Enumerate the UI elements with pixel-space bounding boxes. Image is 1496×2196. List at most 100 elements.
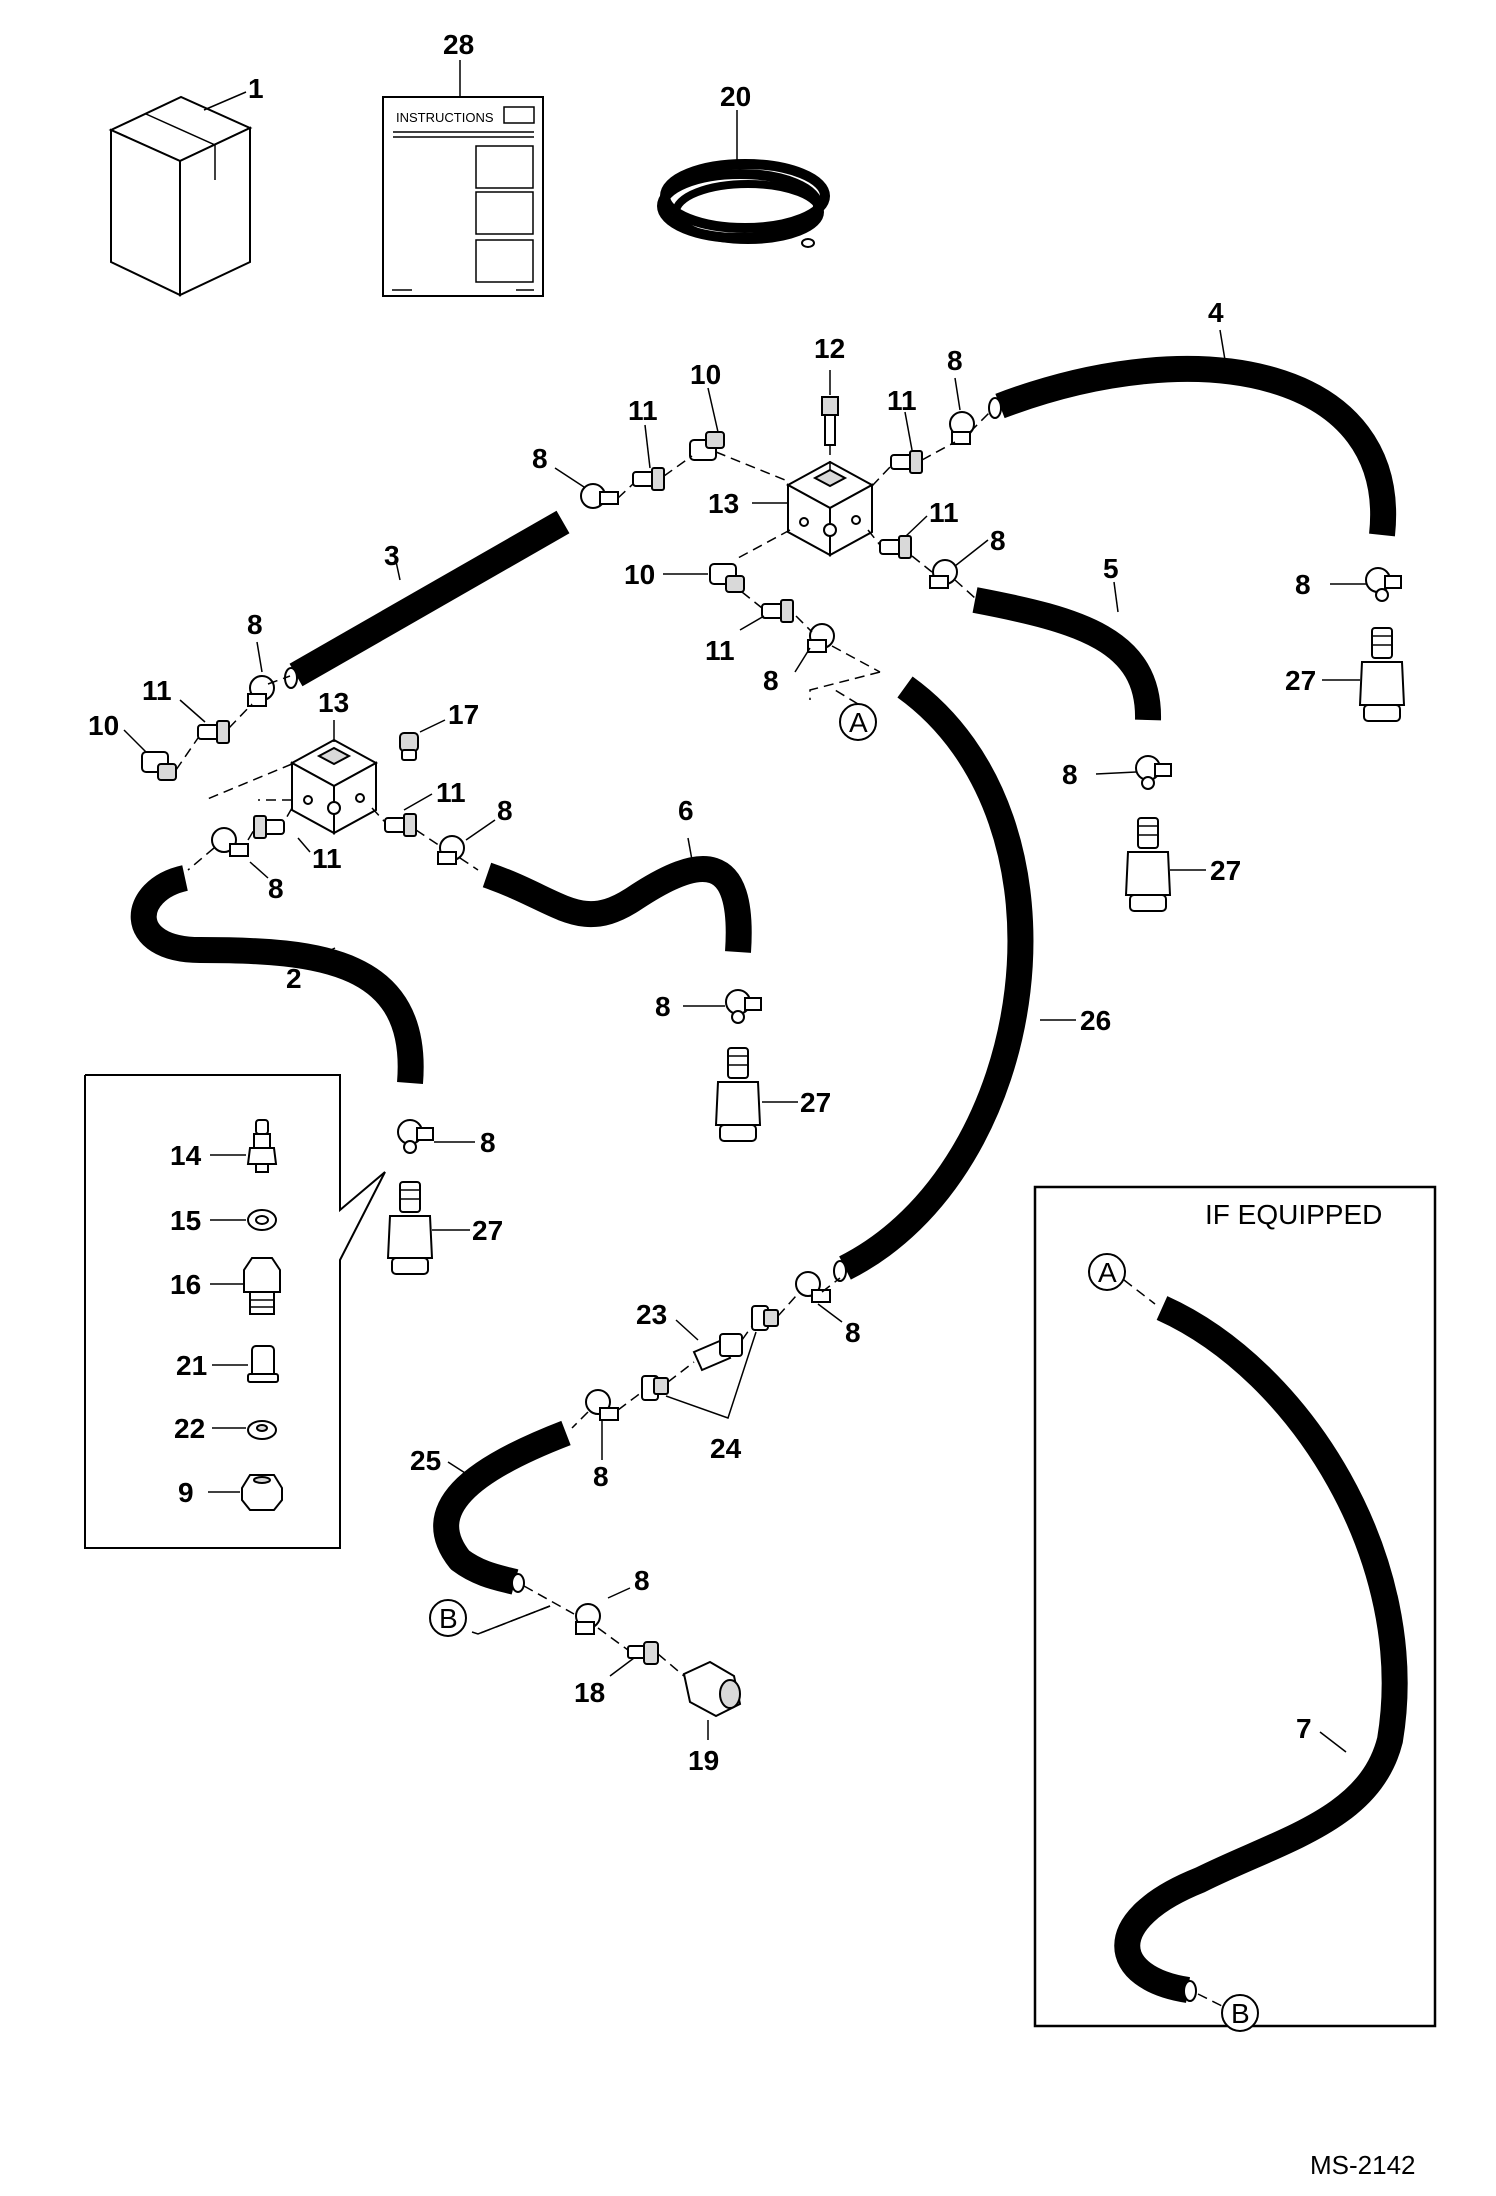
- part-28-instructions: INSTRUCTIONS: [382, 96, 544, 297]
- part-8-clamp-d: [807, 623, 835, 653]
- label-8a: 8: [532, 443, 548, 474]
- part-20-coiled-hose: [657, 159, 830, 248]
- part-27-fitting-b: [1124, 817, 1172, 912]
- label-10c: 10: [88, 710, 119, 741]
- label-11b: 11: [887, 385, 917, 416]
- part-27-fitting-d: [714, 1047, 762, 1142]
- part-24-fitting-b: [641, 1375, 669, 1401]
- part-16-adapter: [243, 1257, 281, 1315]
- part-13-manifold-lower: [289, 738, 379, 835]
- label-27b: 27: [472, 1215, 503, 1246]
- label-13-upper: 13: [708, 488, 739, 519]
- part-11-fitting-d: [761, 599, 794, 623]
- part-8-clamp-l: [795, 1271, 831, 1303]
- label-26: 26: [1080, 1005, 1111, 1036]
- hose-7: [1114, 1296, 1408, 2003]
- label-15: 15: [170, 1205, 201, 1236]
- label-17: 17: [448, 699, 479, 730]
- part-8-clamp-c: [929, 559, 958, 589]
- label-1: 1: [248, 73, 264, 104]
- label-8j: 8: [1062, 759, 1078, 790]
- part-8-clamp-f: [1135, 755, 1172, 790]
- inset-if-equipped-title: IF EQUIPPED: [1205, 1199, 1382, 1230]
- part-24-fitting-a: [751, 1305, 779, 1331]
- label-25: 25: [410, 1445, 441, 1476]
- label-8k: 8: [655, 991, 671, 1022]
- hose-3: [289, 510, 570, 687]
- part-8-clamp-n: [575, 1603, 601, 1635]
- inset-fitting-breakdown: 14 15 16 21 22: [84, 1074, 386, 1549]
- label-8b: 8: [947, 345, 963, 376]
- part-10-elbow-upper: [689, 431, 725, 461]
- part-8-clamp-a: [580, 483, 619, 509]
- label-12: 12: [814, 333, 845, 364]
- part-8-clamp-k: [725, 989, 762, 1024]
- label-6: 6: [678, 795, 694, 826]
- part-10-elbow-lower: [141, 751, 177, 781]
- connector-b-inset: B: [1231, 1998, 1250, 2029]
- drawing-id: MS-2142: [1310, 2150, 1416, 2180]
- label-11c: 11: [929, 497, 959, 528]
- label-20: 20: [720, 81, 751, 112]
- label-8e: 8: [1295, 569, 1311, 600]
- part-9-nut: [241, 1474, 283, 1511]
- part-8-clamp-g: [247, 675, 275, 707]
- part-11-fitting-g: [253, 815, 285, 839]
- part-27-fitting-a: [1358, 627, 1406, 722]
- part-11-fitting-f: [384, 813, 417, 837]
- label-11d: 11: [705, 635, 735, 666]
- part-17-plug: [399, 732, 419, 761]
- label-8f: 8: [247, 609, 263, 640]
- part-19-coupler: [682, 1660, 742, 1718]
- part-8-clamp-h: [437, 835, 465, 865]
- hose-2: [130, 865, 424, 1085]
- part-8-clamp-m: [585, 1389, 619, 1421]
- label-8g: 8: [497, 795, 513, 826]
- part-18-fitting: [627, 1641, 659, 1665]
- part-8-clamp-i: [211, 827, 249, 857]
- label-10a: 10: [690, 359, 721, 390]
- part-8-clamp-e: [1365, 567, 1402, 602]
- label-8h: 8: [268, 873, 284, 904]
- connector-b-lower: B: [439, 1603, 458, 1634]
- label-27d: 27: [800, 1087, 831, 1118]
- label-11f: 11: [436, 777, 466, 808]
- label-28: 28: [443, 29, 474, 60]
- part-8-clamp-b: [949, 411, 975, 445]
- part-11-fitting-b: [890, 450, 923, 474]
- part-11-fitting-e: [197, 720, 230, 744]
- part-8-clamp-j: [397, 1119, 434, 1154]
- label-7: 7: [1296, 1713, 1312, 1744]
- part-27-fitting-c: [386, 1181, 434, 1275]
- label-23: 23: [636, 1299, 667, 1330]
- connector-a-inset: A: [1098, 1257, 1117, 1288]
- label-27a: 27: [1285, 665, 1316, 696]
- hose-4: [995, 355, 1397, 537]
- label-14: 14: [170, 1140, 202, 1171]
- label-8m: 8: [593, 1461, 609, 1492]
- part-13-manifold-upper: [785, 460, 875, 557]
- part-21-sleeve: [247, 1345, 279, 1383]
- label-27c: 27: [1210, 855, 1241, 886]
- hose-6: [482, 856, 752, 953]
- part-11-fitting-c: [879, 535, 912, 559]
- part-12-bolt: [821, 396, 839, 446]
- label-8l: 8: [845, 1317, 861, 1348]
- label-8d: 8: [763, 665, 779, 696]
- label-11g: 11: [312, 843, 342, 874]
- part-22-ring: [247, 1420, 277, 1440]
- label-5: 5: [1103, 553, 1119, 584]
- label-3: 3: [384, 540, 400, 571]
- part-14-grease-zerk: [246, 1119, 278, 1173]
- label-4: 4: [1208, 297, 1224, 328]
- part-11-fitting-a: [632, 467, 665, 491]
- label-19: 19: [688, 1745, 719, 1776]
- part-23-coupler: [692, 1333, 743, 1372]
- part-10-elbow-mid: [709, 563, 745, 593]
- connector-a-upper: A: [849, 707, 868, 738]
- hose-5: [972, 587, 1162, 721]
- label-22: 22: [174, 1413, 205, 1444]
- label-2: 2: [286, 963, 302, 994]
